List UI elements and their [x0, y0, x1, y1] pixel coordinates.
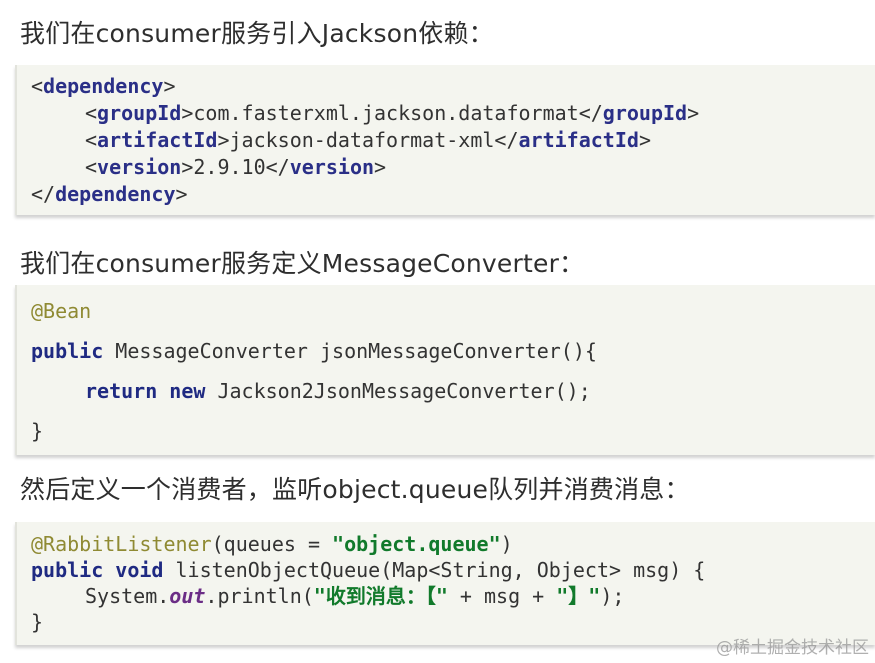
code-line: @RabbitListener(queues = "object.queue"): [31, 532, 513, 556]
watermark: @稀土掘金技术社区: [716, 638, 869, 658]
code-block-dependency: <dependency> <groupId>com.fasterxml.jack…: [15, 65, 875, 215]
code-block-message-converter: @Bean public MessageConverter jsonMessag…: [15, 285, 875, 455]
code-block-listener: @RabbitListener(queues = "object.queue")…: [15, 522, 875, 645]
code-line: public MessageConverter jsonMessageConve…: [31, 339, 597, 363]
code-line: }: [31, 610, 44, 634]
heading-consumer-listener: 然后定义一个消费者，监听object.queue队列并消费消息：: [20, 475, 690, 504]
code-line: <groupId>com.fasterxml.jackson.dataforma…: [85, 101, 700, 125]
code-line: @Bean: [31, 299, 92, 323]
code-line: </dependency>: [31, 182, 188, 206]
code-line: System.out.println("收到消息：【" + msg + "】")…: [85, 584, 625, 608]
code-line: <dependency>: [31, 74, 176, 98]
code-line: <artifactId>jackson-dataformat-xml</arti…: [85, 128, 651, 152]
code-line: public void listenObjectQueue(Map<String…: [31, 558, 706, 582]
code-line: <version>2.9.10</version>: [85, 155, 387, 179]
code-line: }: [31, 419, 44, 443]
heading-message-converter: 我们在consumer服务定义MessageConverter：: [20, 249, 585, 278]
heading-jackson-dependency: 我们在consumer服务引入Jackson依赖：: [20, 19, 494, 48]
code-line: return new Jackson2JsonMessageConverter(…: [85, 379, 591, 403]
